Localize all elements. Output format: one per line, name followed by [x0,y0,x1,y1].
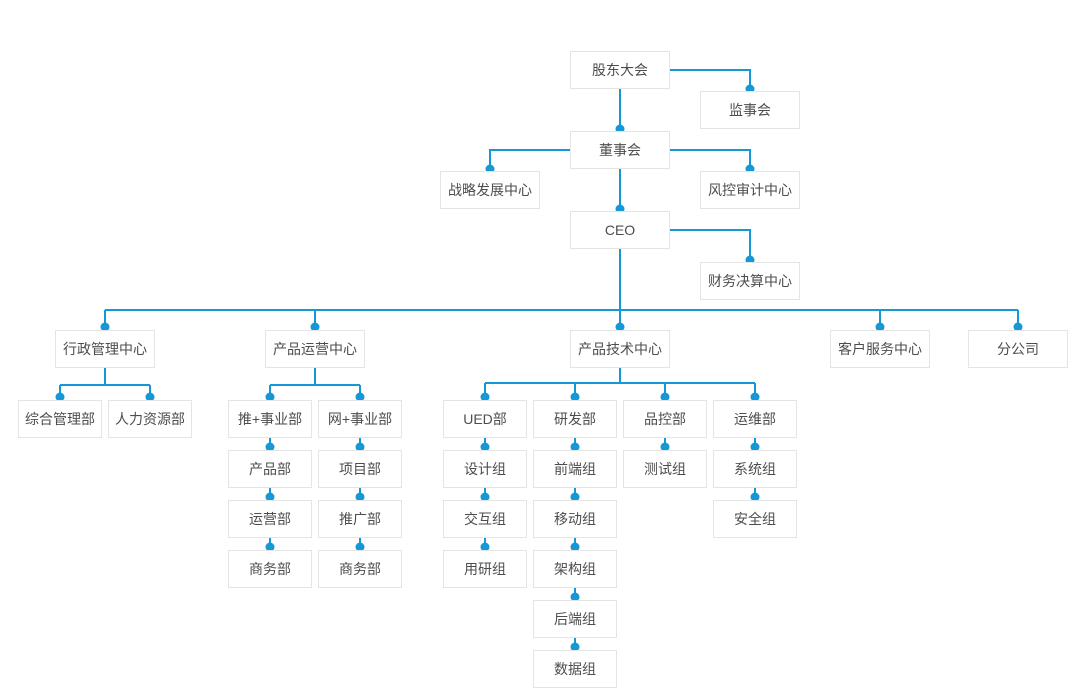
node-system-group: 系统组 [713,450,797,488]
node-business-dept-1: 商务部 [228,550,312,588]
node-design-group: 设计组 [443,450,527,488]
node-qc-dept: 品控部 [623,400,707,438]
link-shareholders-supervisory [670,69,751,89]
node-architecture-group: 架构组 [533,550,617,588]
link-board-strategy [489,149,570,169]
node-ceo: CEO [570,211,670,249]
node-business-dept-2: 商务部 [318,550,402,588]
node-backend-group: 后端组 [533,600,617,638]
link-ops-branch [269,368,361,397]
node-project-dept: 项目部 [318,450,402,488]
node-frontend-group: 前端组 [533,450,617,488]
link-board-risk [670,149,751,169]
node-board-of-directors: 董事会 [570,131,670,169]
node-tui-business-unit: 推+事业部 [228,400,312,438]
node-rd-dept: 研发部 [533,400,617,438]
node-test-group: 测试组 [623,450,707,488]
node-ued-dept: UED部 [443,400,527,438]
node-finance-center: 财务决算中心 [700,262,800,300]
node-supervisory-board: 监事会 [700,91,800,129]
link-admin-branch [59,368,151,397]
node-interaction-group: 交互组 [443,500,527,538]
link-tech-branch [484,368,756,397]
link-ceo-finance [670,229,751,260]
node-strategy-center: 战略发展中心 [440,171,540,209]
link-ceo-bus [104,249,1019,327]
node-user-research-group: 用研组 [443,550,527,588]
node-security-group: 安全组 [713,500,797,538]
node-general-mgmt-dept: 综合管理部 [18,400,102,438]
node-risk-audit-center: 风控审计中心 [700,171,800,209]
node-product-tech-center: 产品技术中心 [570,330,670,368]
node-mobile-group: 移动组 [533,500,617,538]
node-customer-service-center: 客户服务中心 [830,330,930,368]
node-shareholders-meeting: 股东大会 [570,51,670,89]
node-om-dept: 运维部 [713,400,797,438]
node-branch-company: 分公司 [968,330,1068,368]
node-data-group: 数据组 [533,650,617,688]
node-promotion-dept: 推广部 [318,500,402,538]
node-admin-center: 行政管理中心 [55,330,155,368]
node-wang-business-unit: 网+事业部 [318,400,402,438]
node-operations-dept: 运营部 [228,500,312,538]
node-product-ops-center: 产品运营中心 [265,330,365,368]
node-product-dept: 产品部 [228,450,312,488]
node-hr-dept: 人力资源部 [108,400,192,438]
